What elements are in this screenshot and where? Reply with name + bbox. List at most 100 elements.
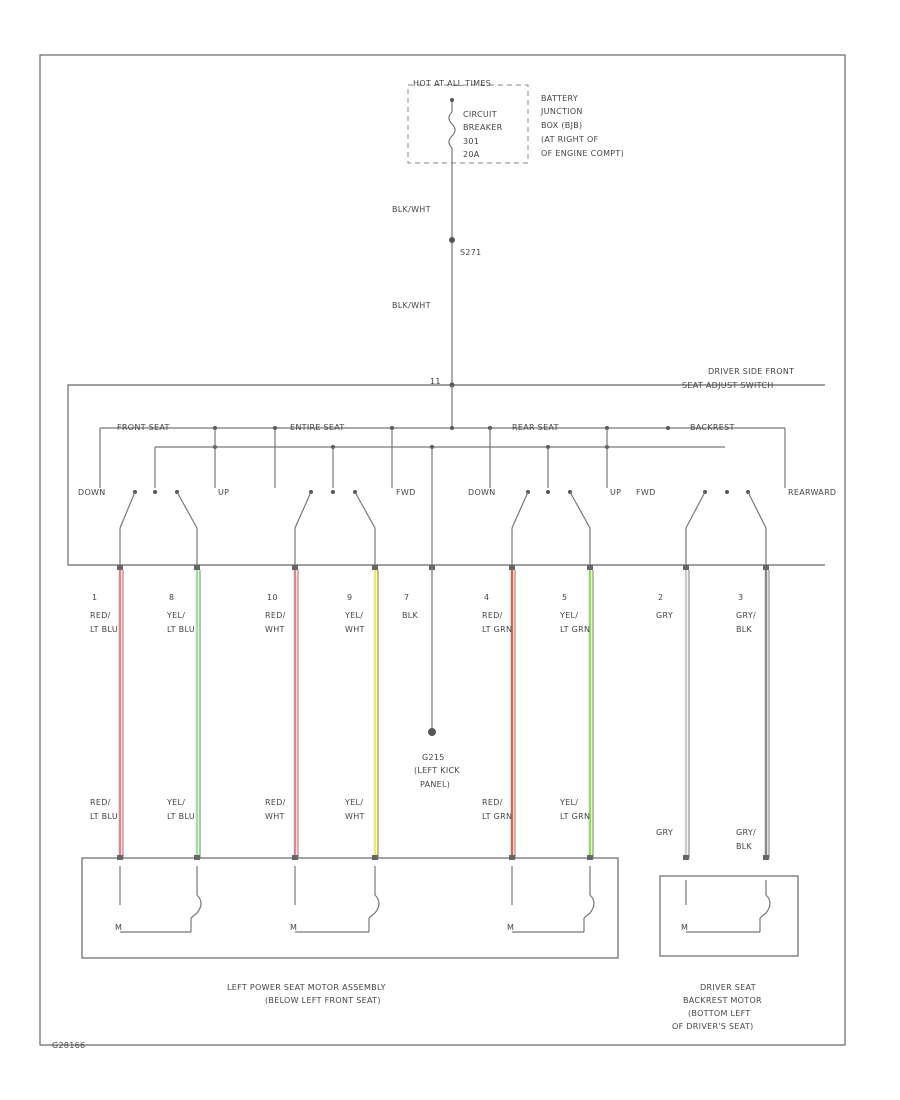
svg-text:20A: 20A — [463, 150, 480, 159]
svg-text:DRIVER SIDE FRONT: DRIVER SIDE FRONT — [708, 367, 794, 376]
svg-text:301: 301 — [463, 137, 479, 146]
switch-contacts-front — [119, 490, 198, 565]
backrest-motor-box — [659, 875, 799, 957]
wire-color-bottom: LT GRN — [482, 812, 512, 821]
wire-color-top: LT GRN — [560, 625, 590, 634]
wire-color-top: YEL/ — [344, 611, 363, 620]
motor-label: M — [681, 923, 688, 932]
wire-color-bottom: RED/ — [265, 798, 286, 807]
switch-contacts-entire — [294, 490, 376, 565]
wire-color-bottom: LT BLU — [167, 812, 195, 821]
svg-text:OF ENGINE COMPT): OF ENGINE COMPT) — [541, 149, 624, 158]
wire-color-top: YEL/ — [559, 611, 578, 620]
wire-label-upper: BLK/WHT — [392, 205, 431, 214]
figure-id: G28166 — [52, 1041, 85, 1050]
pin-label: 8 — [169, 593, 174, 602]
pos-label-2: UP — [218, 488, 229, 497]
pin-label: 9 — [347, 593, 352, 602]
splice-label: S271 — [460, 248, 482, 257]
pin-label: 4 — [484, 593, 489, 602]
svg-text:BATTERY: BATTERY — [541, 94, 578, 103]
group-entire-seat: ENTIRE SEAT — [290, 423, 345, 432]
splice-dot — [449, 237, 455, 243]
svg-text:(BOTTOM LEFT: (BOTTOM LEFT — [688, 1009, 751, 1018]
motor-label: M — [507, 923, 514, 932]
svg-text:PANEL): PANEL) — [420, 780, 450, 789]
fuse-note: HOT AT ALL TIMES — [413, 79, 491, 88]
wire-color-bottom: BLK — [736, 842, 753, 851]
wire-color-top: RED/ — [265, 611, 286, 620]
wire-color-bottom: WHT — [345, 812, 365, 821]
wire-color-bottom: LT BLU — [90, 812, 118, 821]
pos-label-7: REARWARD — [788, 488, 836, 497]
backrest-motor-label: DRIVER SEAT BACKREST MOTOR (BOTTOM LEFT … — [672, 983, 762, 1031]
wire-color-top: RED/ — [90, 611, 111, 620]
svg-text:(BELOW LEFT FRONT SEAT): (BELOW LEFT FRONT SEAT) — [265, 996, 381, 1005]
junction-label: BATTERY JUNCTION BOX (BJB) (AT RIGHT OF … — [540, 94, 624, 158]
wire-color-top: WHT — [265, 625, 285, 634]
svg-text:LEFT POWER SEAT MOTOR ASSEMBLY: LEFT POWER SEAT MOTOR ASSEMBLY — [227, 983, 386, 992]
wire-color-bottom: YEL/ — [559, 798, 578, 807]
pin-label: 10 — [267, 593, 278, 602]
wire-color-top: BLK — [736, 625, 753, 634]
switch-name-label: DRIVER SIDE FRONT SEAT ADJUST SWITCH — [682, 367, 794, 390]
svg-text:BREAKER: BREAKER — [463, 123, 503, 132]
svg-text:DRIVER SEAT: DRIVER SEAT — [700, 983, 756, 992]
pos-label-5: UP — [610, 488, 621, 497]
left-assembly-label: LEFT POWER SEAT MOTOR ASSEMBLY (BELOW LE… — [227, 983, 386, 1005]
wire-color-bottom: GRY — [656, 828, 673, 837]
svg-text:SEAT ADJUST SWITCH: SEAT ADJUST SWITCH — [682, 381, 774, 390]
breaker-label: CIRCUIT BREAKER 301 20A — [463, 110, 503, 159]
wire-color-top: RED/ — [482, 611, 503, 620]
ground-icon — [428, 728, 436, 736]
pos-label-1: DOWN — [78, 488, 106, 497]
group-rear-seat: REAR SEAT — [512, 423, 559, 432]
pin-label: 1 — [92, 593, 97, 602]
wire-color-top: GRY/ — [736, 611, 756, 620]
wire-color-bottom: GRY/ — [736, 828, 756, 837]
pos-label-6: FWD — [636, 488, 656, 497]
left-motor-assembly-box — [81, 857, 619, 959]
motor-icon-3: M — [507, 866, 595, 933]
svg-text:JUNCTION: JUNCTION — [540, 107, 583, 116]
svg-text:BACKREST MOTOR: BACKREST MOTOR — [683, 996, 762, 1005]
svg-text:BOX (BJB): BOX (BJB) — [541, 121, 582, 130]
wire-color-top: GRY — [656, 611, 673, 620]
wire-color-top: LT BLU — [167, 625, 195, 634]
switch-box — [67, 384, 825, 566]
svg-text:(AT RIGHT OF: (AT RIGHT OF — [541, 135, 599, 144]
switch-contacts-backrest — [685, 490, 767, 565]
wire-color-top: LT BLU — [90, 625, 118, 634]
wire-color-top: WHT — [345, 625, 365, 634]
wire-color-top: BLK — [402, 611, 419, 620]
wire-color-bottom: LT GRN — [560, 812, 590, 821]
group-backrest: BACKREST — [690, 423, 735, 432]
switch-drops — [99, 428, 786, 565]
wire-color-bottom: RED/ — [482, 798, 503, 807]
svg-text:(LEFT KICK: (LEFT KICK — [414, 766, 460, 775]
wire-color-top: LT GRN — [482, 625, 512, 634]
svg-text:CIRCUIT: CIRCUIT — [463, 110, 497, 119]
motor-label: M — [290, 923, 297, 932]
pin-label: 7 — [404, 593, 409, 602]
wire-color-bottom: RED/ — [90, 798, 111, 807]
motor-icon-1: M — [115, 866, 202, 933]
motor-icon-4: M — [681, 880, 771, 933]
switch-pin-label: 11 — [430, 377, 441, 386]
pos-label-3: FWD — [396, 488, 416, 497]
svg-text:G215: G215 — [422, 753, 445, 762]
motor-icon-2: M — [290, 866, 380, 933]
pin-label: 3 — [738, 593, 743, 602]
pin-label: 5 — [562, 593, 567, 602]
svg-text:OF DRIVER'S SEAT): OF DRIVER'S SEAT) — [672, 1022, 754, 1031]
wire-color-top: YEL/ — [166, 611, 185, 620]
